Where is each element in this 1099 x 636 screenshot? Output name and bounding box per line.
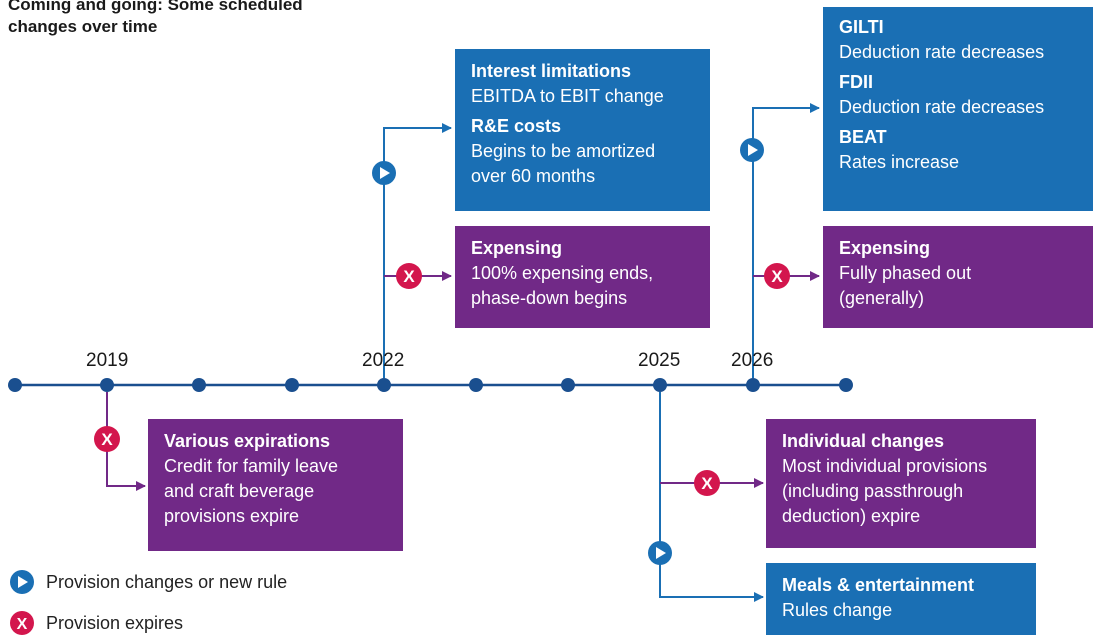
box-meals-entertainment: Meals & entertainment Rules change [766,563,1036,635]
box-text: and craft beverage [164,481,315,501]
svg-text:X: X [101,430,113,449]
box-text: Credit for family leave [164,456,339,476]
svg-text:X: X [701,474,713,493]
year-label-2026: 2026 [731,350,774,371]
box-text: Deduction rate decreases [839,42,1045,62]
timeline-dots [8,378,853,392]
box-text: Deduction rate decreases [839,97,1045,117]
box-text: (generally) [839,288,925,308]
legend-label: Provision expires [46,612,184,633]
box-heading: R&E costs [471,116,562,136]
box-expensing-2022: Expensing 100% expensing ends, phase-dow… [455,226,710,328]
box-heading: Interest limitations [471,61,632,81]
box-text: Most individual provisions [782,456,988,476]
box-heading: Various expirations [164,431,331,451]
connector-2026-gilti [752,103,820,378]
box-interest-limitations: Interest limitations EBITDA to EBIT chan… [455,49,710,211]
legend-item-change: Provision changes or new rule [10,570,287,594]
box-text: 100% expensing ends, [471,263,654,283]
svg-text:X: X [403,267,415,286]
play-icon [10,570,34,594]
year-label-2022: 2022 [362,350,405,371]
box-gilti-fdii-beat: GILTI Deduction rate decreases FDII Dedu… [823,7,1093,211]
year-label-2019: 2019 [86,350,129,371]
play-icon [372,161,396,185]
play-icon [648,541,672,565]
box-heading: Meals & entertainment [782,575,975,595]
play-icon [740,138,764,162]
connector-2019-various [106,392,146,491]
expire-icon: X [396,263,422,289]
box-individual-changes: Individual changes Most individual provi… [766,419,1036,548]
box-heading: Expensing [471,238,563,258]
box-heading: GILTI [839,17,884,37]
box-text: over 60 months [471,166,596,186]
diagram-title: Coming and going: Some scheduled changes… [8,0,303,36]
expire-icon: X [694,470,720,496]
box-text: deduction) expire [782,506,921,526]
legend-label: Provision changes or new rule [46,571,288,592]
year-label-2025: 2025 [638,350,681,371]
svg-text:X: X [17,616,28,633]
box-text: Fully phased out [839,263,972,283]
box-text: EBITDA to EBIT change [471,86,664,106]
expire-icon: X [94,426,120,452]
expire-icon: X [10,611,34,635]
box-heading: FDII [839,72,873,92]
box-heading: Expensing [839,238,931,258]
box-text: Rules change [782,600,893,620]
expire-icon: X [764,263,790,289]
legend-item-expires: X Provision expires [10,611,183,635]
box-various-expirations: Various expirations Credit for family le… [148,419,403,551]
box-text: (including passthrough [782,481,964,501]
connector-2022-interest [383,123,452,378]
box-heading: Individual changes [782,431,945,451]
svg-text:X: X [771,267,783,286]
box-text: provisions expire [164,506,300,526]
box-expensing-2026: Expensing Fully phased out (generally) [823,226,1093,328]
connector-2025-meals [659,392,764,602]
box-text: phase-down begins [471,288,628,308]
box-heading: BEAT [839,127,887,147]
box-text: Begins to be amortized [471,141,656,161]
box-text: Rates increase [839,152,960,172]
